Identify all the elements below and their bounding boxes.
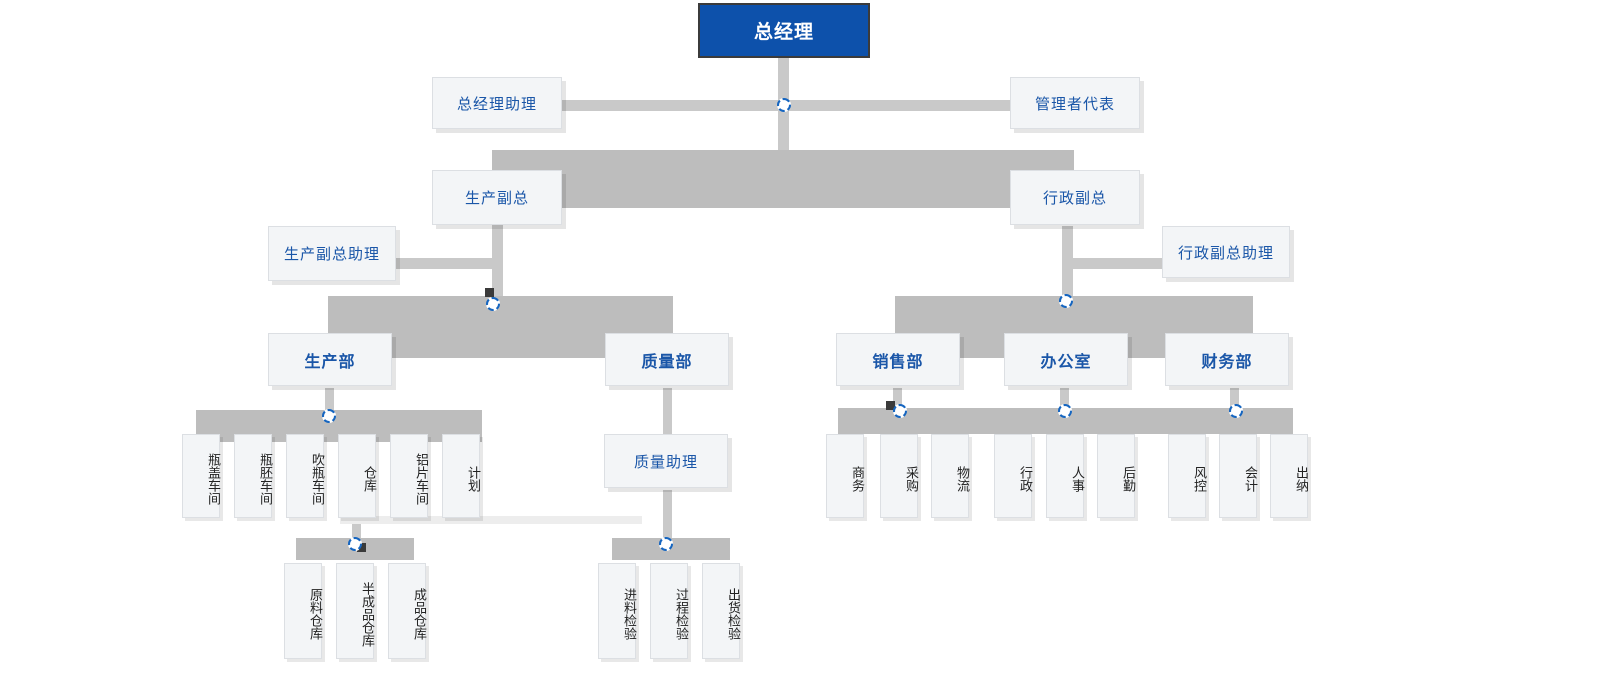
node-label: 进料检验 — [621, 588, 636, 640]
node-production-department[interactable]: 生产部 — [268, 333, 392, 386]
leaf-warehouse-unit[interactable]: 半成品仓库 — [336, 563, 374, 659]
leaf-office-unit[interactable]: 行政 — [994, 434, 1032, 518]
node-label: 仓库 — [361, 466, 376, 492]
connector-quality-assistant-stem — [663, 490, 672, 544]
leaf-production-unit[interactable]: 铝片车间 — [390, 434, 428, 518]
connector-qualitydept-stem — [663, 388, 672, 434]
connector-finance-stem — [1230, 388, 1239, 412]
leaf-sales-unit[interactable]: 商务 — [826, 434, 864, 518]
node-label: 人事 — [1069, 466, 1084, 492]
connector-root-stem — [778, 58, 789, 106]
node-label: 总经理 — [753, 21, 814, 43]
node-label: 管理者代表 — [1034, 94, 1115, 113]
connector-prodvp-stem — [492, 225, 503, 303]
node-label: 采购 — [903, 466, 918, 492]
leaf-inspection-unit[interactable]: 进料检验 — [598, 563, 636, 659]
node-label: 铝片车间 — [413, 453, 428, 505]
node-finance-department[interactable]: 财务部 — [1165, 333, 1289, 386]
node-production-vp-assistant[interactable]: 生产副总助理 — [268, 226, 396, 281]
connector-adminvp-assistant-bar — [1070, 258, 1168, 269]
leaf-sales-unit[interactable]: 物流 — [931, 434, 969, 518]
node-label: 瓶盖车间 — [205, 453, 220, 505]
node-label: 总经理助理 — [456, 94, 537, 113]
leaf-sales-unit[interactable]: 采购 — [880, 434, 918, 518]
connector-warehouse-stem — [352, 518, 361, 546]
node-label: 质量助理 — [633, 452, 698, 471]
node-label: 商务 — [849, 466, 864, 492]
node-label: 生产副总 — [464, 189, 529, 207]
node-label: 计划 — [465, 466, 480, 492]
node-production-vp[interactable]: 生产副总 — [432, 170, 562, 225]
node-label: 出货检验 — [725, 588, 740, 640]
node-label: 销售部 — [872, 351, 924, 371]
selection-handle[interactable] — [322, 409, 336, 423]
selection-handle[interactable] — [1229, 404, 1243, 418]
node-label: 行政副总助理 — [1177, 243, 1274, 262]
node-label: 行政副总 — [1042, 189, 1107, 207]
connector-office-stem — [1060, 388, 1069, 412]
leaf-office-unit[interactable]: 后勤 — [1097, 434, 1135, 518]
node-label: 会计 — [1242, 466, 1257, 492]
node-label: 行政 — [1017, 466, 1032, 492]
connector-prodvp-assistant-bar — [396, 258, 496, 269]
connector-level3-bar — [492, 150, 1074, 208]
resize-handle[interactable] — [886, 401, 895, 410]
connector-proddept-stem — [325, 388, 334, 418]
leaf-inspection-unit[interactable]: 过程检验 — [650, 563, 688, 659]
selection-handle[interactable] — [486, 297, 500, 311]
node-admin-vp[interactable]: 行政副总 — [1010, 170, 1140, 225]
node-label: 生产副总助理 — [283, 245, 380, 263]
node-label: 质量部 — [641, 351, 693, 371]
connector-level3-stem — [778, 108, 789, 150]
node-gm-assistant[interactable]: 总经理助理 — [432, 77, 562, 129]
leaf-finance-unit[interactable]: 出纳 — [1270, 434, 1308, 518]
selection-handle[interactable] — [348, 537, 362, 551]
connector-prod-lower-rail — [340, 516, 642, 524]
node-sales-department[interactable]: 销售部 — [836, 333, 960, 386]
selection-handle[interactable] — [659, 537, 673, 551]
leaf-inspection-unit[interactable]: 出货检验 — [702, 563, 740, 659]
node-label: 原料仓库 — [307, 588, 322, 640]
leaf-finance-unit[interactable]: 会计 — [1219, 434, 1257, 518]
leaf-warehouse-unit[interactable]: 原料仓库 — [284, 563, 322, 659]
node-label: 生产部 — [304, 351, 356, 371]
node-label: 出纳 — [1293, 466, 1308, 492]
node-label: 风控 — [1191, 466, 1206, 492]
leaf-warehouse-unit[interactable]: 成品仓库 — [388, 563, 426, 659]
node-label: 后勤 — [1120, 466, 1135, 492]
selection-handle[interactable] — [1059, 294, 1073, 308]
leaf-production-unit[interactable]: 瓶盖车间 — [182, 434, 220, 518]
node-label: 瓶胚车间 — [257, 453, 272, 505]
leaf-office-unit[interactable]: 人事 — [1046, 434, 1084, 518]
connector-adminvp-stem — [1062, 226, 1073, 302]
leaf-production-unit[interactable]: 计划 — [442, 434, 480, 518]
node-management-representative[interactable]: 管理者代表 — [1010, 77, 1140, 129]
leaf-production-unit[interactable]: 仓库 — [338, 434, 376, 518]
node-general-manager[interactable]: 总经理 — [698, 3, 870, 58]
resize-handle[interactable] — [485, 288, 494, 297]
node-label: 物流 — [954, 466, 969, 492]
connector-sales-stem — [893, 388, 902, 412]
leaf-production-unit[interactable]: 吹瓶车间 — [286, 434, 324, 518]
selection-handle[interactable] — [893, 404, 907, 418]
node-office-department[interactable]: 办公室 — [1004, 333, 1128, 386]
node-label: 过程检验 — [673, 588, 688, 640]
leaf-finance-unit[interactable]: 风控 — [1168, 434, 1206, 518]
node-admin-vp-assistant[interactable]: 行政副总助理 — [1162, 226, 1290, 278]
node-label: 半成品仓库 — [359, 581, 374, 647]
node-label: 办公室 — [1040, 351, 1092, 371]
node-label: 成品仓库 — [411, 588, 426, 640]
selection-handle[interactable] — [1058, 404, 1072, 418]
node-label: 财务部 — [1201, 351, 1253, 371]
connector-inspection-bar — [612, 538, 730, 560]
selection-handle[interactable] — [777, 98, 791, 112]
node-quality-department[interactable]: 质量部 — [605, 333, 729, 386]
node-quality-assistant[interactable]: 质量助理 — [604, 434, 728, 488]
leaf-production-unit[interactable]: 瓶胚车间 — [234, 434, 272, 518]
resize-handle[interactable] — [357, 543, 366, 552]
node-label: 吹瓶车间 — [309, 453, 324, 505]
